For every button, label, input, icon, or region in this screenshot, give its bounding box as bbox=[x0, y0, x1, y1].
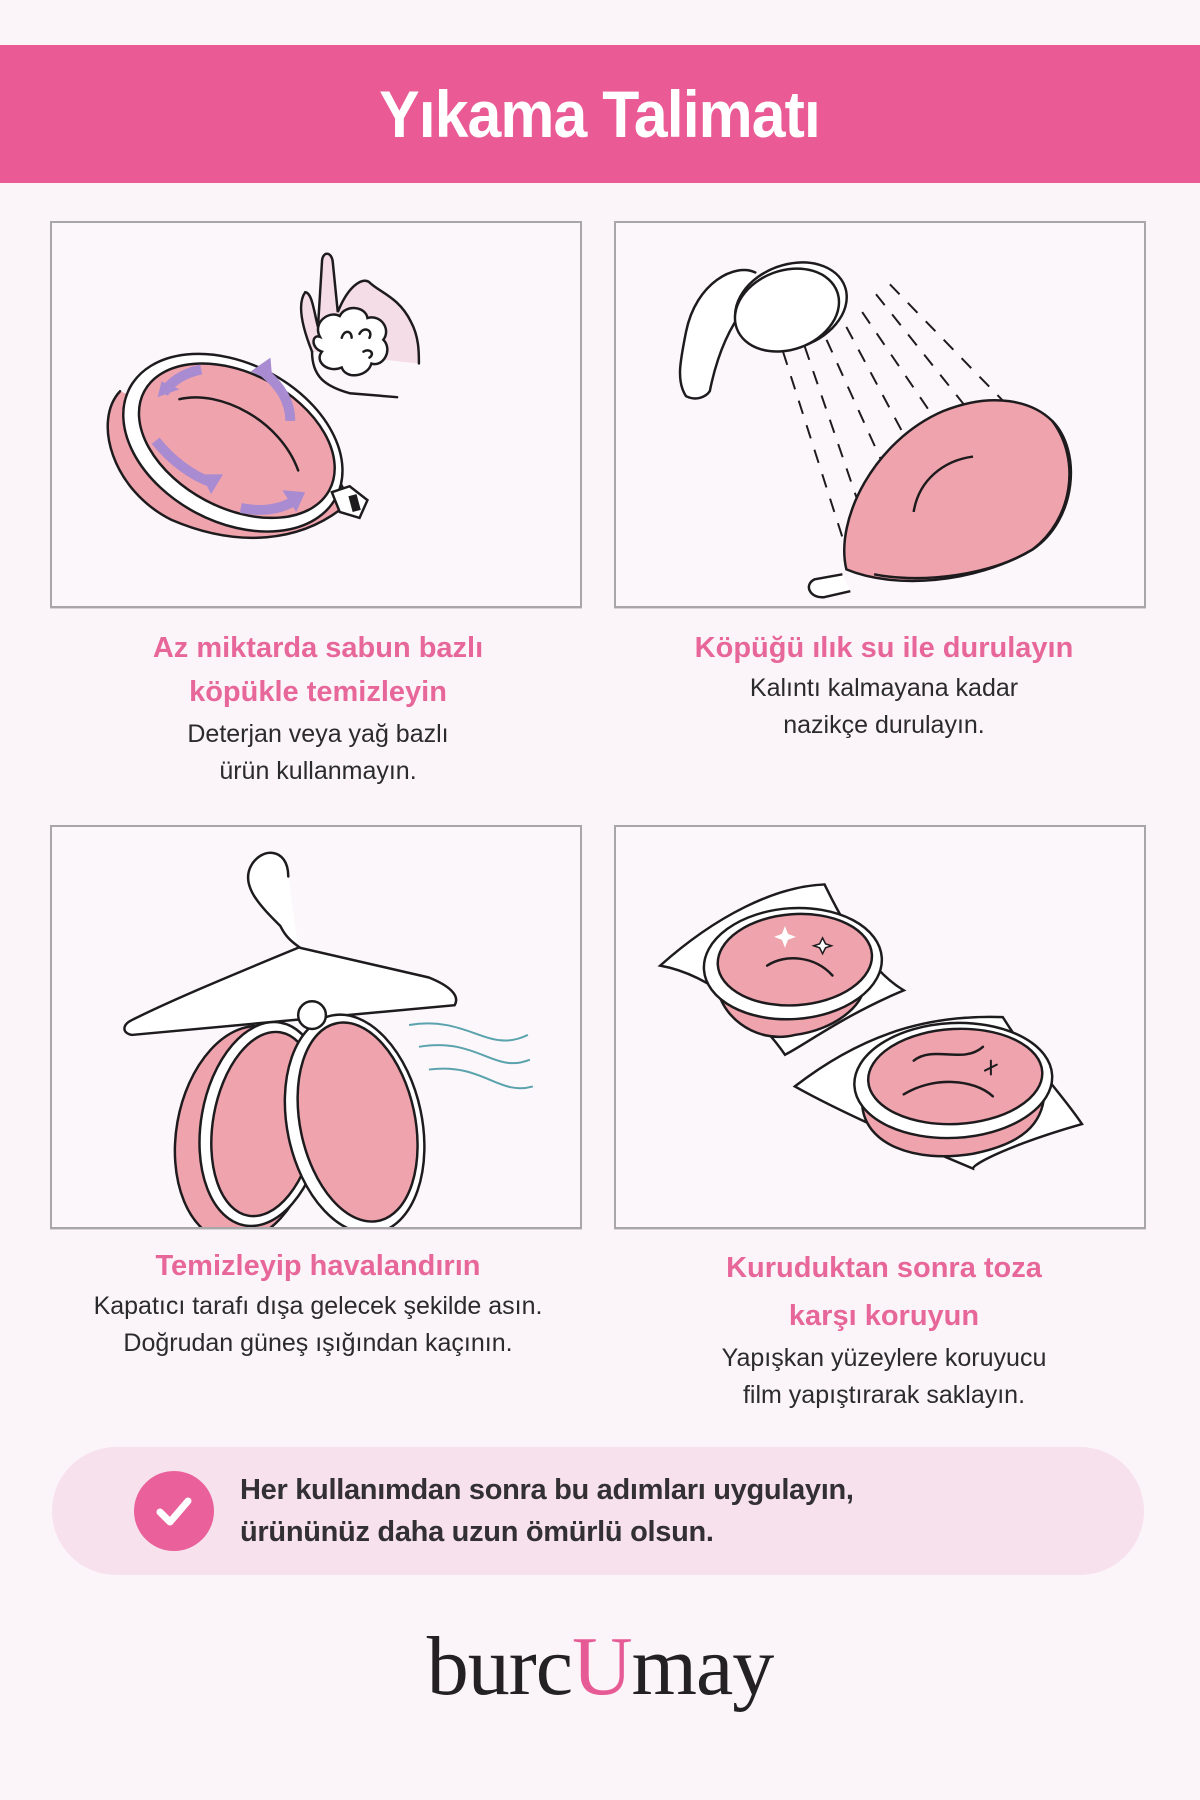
step-1-title-line2: köpükle temizleyin bbox=[189, 676, 447, 708]
header-banner: Yıkama Talimatı bbox=[0, 45, 1200, 183]
step-3-caption: Temizleyip havalandırın Kapatıcı tarafı … bbox=[38, 1244, 598, 1362]
page-title: Yıkama Talimatı bbox=[379, 77, 822, 151]
step-1-illustration bbox=[50, 221, 582, 608]
step-4-illustration bbox=[614, 825, 1146, 1229]
step-2-caption: Köpüğü ılık su ile durulayın Kalıntı kal… bbox=[604, 626, 1164, 744]
step-2-description: Kalıntı kalmayana kadar nazikçe durulayı… bbox=[749, 674, 1019, 739]
step-3-description: Kapatıcı tarafı dışa gelecek şekilde ası… bbox=[93, 1292, 543, 1357]
shower-rinse-icon bbox=[678, 261, 1073, 599]
step-1-title-line1: Az miktarda sabun bazlı bbox=[152, 632, 484, 664]
reminder-note: Her kullanımdan sonra bu adımları uygula… bbox=[52, 1447, 1144, 1575]
step-2-illustration bbox=[614, 221, 1146, 608]
brand-part1: burc bbox=[426, 1620, 573, 1713]
hanger-dry-icon bbox=[123, 851, 534, 1227]
step-3-title: Temizleyip havalandırın bbox=[155, 1250, 481, 1282]
protective-film-icon bbox=[657, 883, 1084, 1171]
step-2-title: Köpüğü ılık su ile durulayın bbox=[694, 632, 1074, 664]
step-4-description: Yapışkan yüzeylere koruyucu film yapıştı… bbox=[721, 1344, 1047, 1409]
step-1-description: Deterjan veya yağ bazlı ürün kullanmayın… bbox=[187, 720, 449, 785]
step-4-title-line2: karşı koruyun bbox=[788, 1300, 980, 1332]
check-icon bbox=[134, 1471, 214, 1551]
step-1-caption: Az miktarda sabun bazlı köpükle temizley… bbox=[38, 626, 598, 790]
step-4-caption: Kuruduktan sonra toza karşı koruyun Yapı… bbox=[604, 1244, 1164, 1414]
step-3-illustration bbox=[50, 825, 582, 1229]
brand-part2: may bbox=[631, 1620, 775, 1713]
brand-logo: burcUmay bbox=[0, 1618, 1200, 1715]
reminder-text: Her kullanımdan sonra bu adımları uygula… bbox=[240, 1474, 854, 1548]
brand-highlight: U bbox=[571, 1620, 633, 1713]
cup-with-foam-hand-icon bbox=[106, 252, 421, 540]
step-4-title-line1: Kuruduktan sonra toza bbox=[726, 1252, 1042, 1284]
